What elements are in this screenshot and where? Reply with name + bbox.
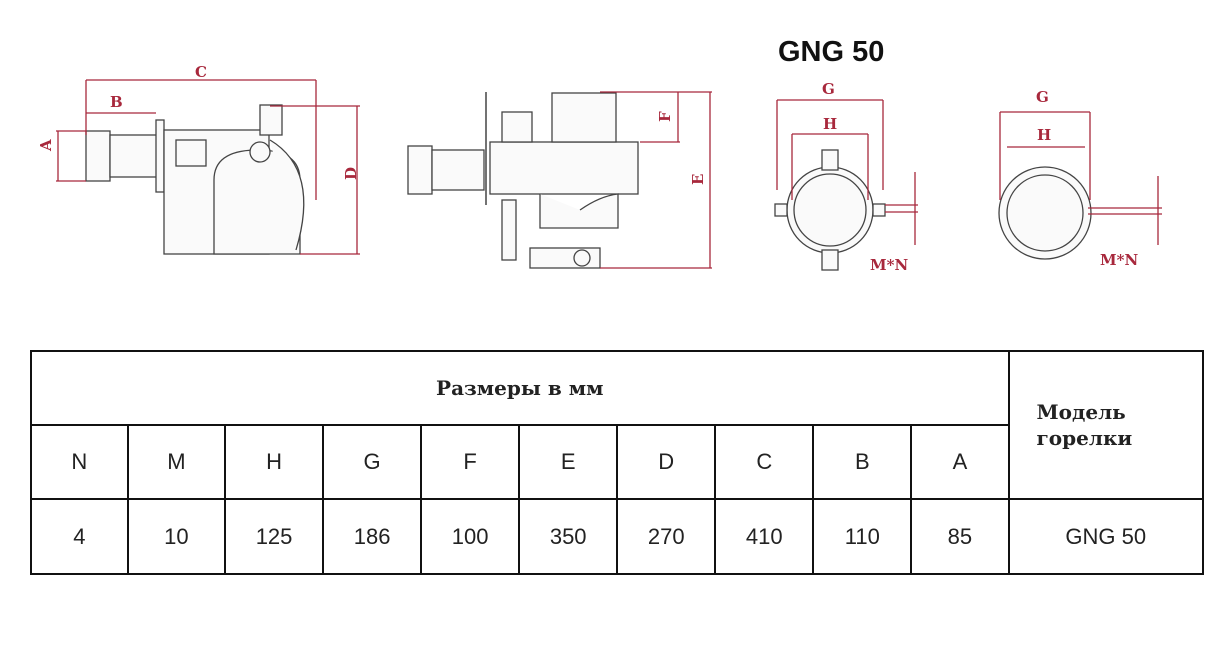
- dim-label-h-2: H: [1037, 126, 1051, 144]
- col-header-g: G: [322, 424, 423, 500]
- col-header-h: H: [224, 424, 325, 500]
- flange-view-2: G H M*N: [998, 88, 1162, 269]
- value-m: 10: [126, 498, 227, 575]
- col-header-a: A: [910, 424, 1010, 500]
- col-header-d: D: [616, 424, 717, 500]
- table-row: 4 10 125 186 100 350 270 410 110 85 GNG …: [30, 498, 1205, 575]
- dim-label-b: B: [110, 93, 123, 111]
- burner-dimension-drawing: C B A D F E G H M*N: [37, 63, 1162, 274]
- value-a: 85: [910, 498, 1010, 575]
- model-value: GNG 50: [1007, 498, 1205, 575]
- side-view-drawing: C B A D: [37, 63, 360, 255]
- dim-label-a: A: [37, 139, 55, 152]
- value-e: 350: [518, 498, 619, 575]
- dim-label-d: D: [342, 167, 360, 180]
- value-g: 186: [322, 498, 423, 575]
- dim-label-e: E: [689, 174, 707, 185]
- front-view-drawing: F E: [407, 91, 712, 269]
- column-headers-row: N M H G F E D C B A: [30, 424, 1203, 500]
- flange-view-1: G H M*N: [774, 80, 918, 274]
- col-header-c: C: [714, 424, 815, 500]
- dim-label-mn-2: M*N: [1100, 251, 1138, 269]
- dim-label-mn: M*N: [870, 256, 908, 274]
- value-c: 410: [714, 498, 815, 575]
- value-d: 270: [616, 498, 717, 575]
- dim-label-g: G: [822, 80, 835, 98]
- dim-label-h: H: [823, 115, 837, 133]
- value-n: 4: [30, 498, 129, 575]
- value-b: 110: [812, 498, 913, 575]
- dim-label-g-2: G: [1036, 88, 1049, 106]
- col-header-n: N: [30, 424, 129, 500]
- col-header-f: F: [420, 424, 521, 500]
- value-f: 100: [420, 498, 521, 575]
- table-header: Размеры в мм: [30, 350, 1010, 426]
- dimensions-table: Размеры в мм Модель горелки N M H G F E …: [30, 350, 1205, 575]
- value-h: 125: [224, 498, 325, 575]
- dim-label-f: F: [656, 111, 674, 122]
- model-title: GNG 50: [778, 36, 885, 68]
- col-header-b: B: [812, 424, 913, 500]
- col-header-m: M: [126, 424, 227, 500]
- col-header-e: E: [518, 424, 619, 500]
- model-header: Модель горелки: [1007, 350, 1205, 500]
- dim-label-c: C: [195, 63, 207, 81]
